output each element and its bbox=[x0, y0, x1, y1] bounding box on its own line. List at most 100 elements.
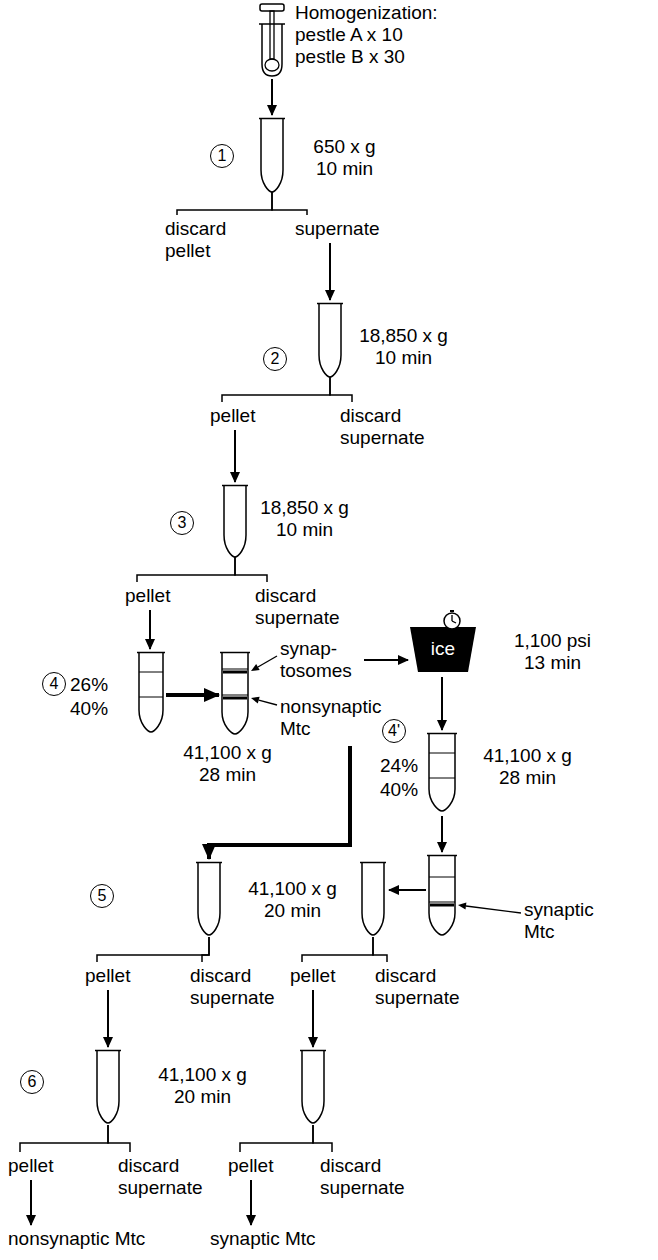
fraction-label: discard pellet bbox=[165, 218, 240, 262]
flow-arrow bbox=[166, 693, 219, 697]
fraction-label: pellet bbox=[125, 585, 185, 607]
fraction-label: discard supernate bbox=[190, 965, 280, 1009]
callout-number: 6 bbox=[21, 1071, 43, 1092]
centrifuge-step: ice 1,100 psi 13 min bbox=[410, 612, 610, 674]
split-bracket bbox=[20, 1125, 108, 1152]
step-text: nonsynaptic Mtc bbox=[280, 696, 392, 740]
flow-arrow bbox=[364, 659, 408, 661]
callout-number: 4 bbox=[43, 673, 65, 694]
step-text: 18,850 x g 10 min bbox=[351, 325, 456, 369]
step-text: discard supernate bbox=[190, 965, 280, 1009]
step-text: discard supernate bbox=[340, 405, 430, 449]
flow-arrow bbox=[250, 1180, 252, 1225]
fraction-label: discard supernate bbox=[118, 1155, 208, 1199]
fraction-label: pellet bbox=[85, 965, 145, 987]
split-bracket bbox=[240, 1125, 313, 1152]
step-text: 18,850 x g 10 min bbox=[252, 497, 357, 541]
flow-arrow bbox=[441, 816, 443, 852]
fraction-label: discard supernate bbox=[255, 585, 345, 629]
step-number-circle: 3 bbox=[170, 511, 194, 535]
tube-drawing bbox=[20, 1050, 315, 1125]
split-bracket bbox=[373, 937, 387, 962]
split-bracket bbox=[272, 192, 307, 215]
flow-arrow bbox=[329, 243, 331, 300]
flow-arrow bbox=[271, 79, 273, 115]
step-text: pellet bbox=[125, 585, 185, 607]
split-bracket bbox=[235, 557, 267, 582]
step-text: pellet bbox=[85, 965, 145, 987]
tube-drawing bbox=[429, 855, 589, 935]
step-text: synaptic Mtc bbox=[524, 899, 614, 943]
centrifuge-step: Homogenization:pestle A x 10 pestle B x … bbox=[257, 2, 477, 76]
flow-arrow bbox=[312, 990, 314, 1047]
fraction-label: pellet bbox=[8, 1155, 68, 1177]
callout-number: 3 bbox=[171, 512, 193, 533]
step-text: 1,100 psi 13 min bbox=[505, 630, 600, 674]
centrifuge-step: 650 x g 10 min 1 bbox=[210, 118, 410, 192]
split-bracket bbox=[137, 557, 235, 582]
step-number-circle: 1 bbox=[210, 144, 234, 168]
centrifuge-step: synap- tosomesnonsynaptic Mtc bbox=[222, 652, 362, 744]
centrifuge-step: 26%40%41,100 x g 28 min4 bbox=[40, 652, 165, 742]
step-text: 650 x g 10 min bbox=[302, 136, 387, 180]
flow-arrow bbox=[107, 990, 109, 1047]
step-text: supernate bbox=[295, 218, 390, 240]
step-text: pellet bbox=[210, 405, 270, 427]
tube-drawing bbox=[40, 652, 165, 742]
step-text: pestle A x 10 pestle B x 30 bbox=[295, 24, 430, 68]
step-text: synaptic Mtc bbox=[210, 1228, 350, 1250]
fraction-label: synaptic Mtc bbox=[210, 1228, 350, 1250]
tube-drawing bbox=[210, 118, 410, 192]
callout-number: 4' bbox=[383, 720, 405, 741]
step-text: discard supernate bbox=[320, 1155, 410, 1199]
split-bracket bbox=[302, 937, 373, 962]
fraction-label: pellet bbox=[228, 1155, 288, 1177]
tube-drawing bbox=[170, 485, 370, 557]
step-number-circle: 5 bbox=[90, 884, 114, 908]
step-text: discard supernate bbox=[375, 965, 465, 1009]
split-bracket bbox=[177, 192, 272, 215]
fraction-label: nonsynaptic Mtc bbox=[8, 1228, 178, 1250]
centrifuge-step: 18,850 x g 10 min 2 bbox=[263, 303, 458, 377]
step-number-circle: 2 bbox=[263, 347, 287, 371]
step-text: pellet bbox=[8, 1155, 68, 1177]
fraction-label: discard supernate bbox=[375, 965, 465, 1009]
centrifuge-step: synaptic Mtc bbox=[429, 855, 589, 935]
callout-number: 2 bbox=[264, 348, 286, 369]
centrifuge-step: 41,100 x g 20 min5 bbox=[90, 862, 386, 937]
flow-arrow bbox=[149, 610, 151, 649]
step-text: 40% bbox=[380, 779, 420, 801]
centrifuge-step: 18,850 x g 10 min 3 bbox=[170, 485, 370, 557]
step-number-circle: 6 bbox=[20, 1070, 44, 1094]
step-number-circle: 4' bbox=[382, 719, 406, 743]
step-text: 41,100 x g 28 min bbox=[475, 745, 580, 789]
step-text: discard pellet bbox=[165, 218, 240, 262]
split-bracket bbox=[330, 377, 352, 402]
step-text: 26% bbox=[70, 674, 115, 696]
flow-arrow bbox=[441, 677, 443, 730]
split-bracket bbox=[97, 937, 209, 962]
fraction-label: discard supernate bbox=[340, 405, 430, 449]
split-bracket bbox=[313, 1125, 332, 1152]
step-text: 40% bbox=[70, 698, 115, 720]
flow-arrow bbox=[30, 1180, 32, 1225]
callout-number: 1 bbox=[211, 145, 233, 166]
step-text: pellet bbox=[228, 1155, 288, 1177]
split-bracket bbox=[222, 377, 330, 402]
step-text: synap- tosomes bbox=[280, 638, 360, 682]
step-text: ice bbox=[410, 638, 476, 660]
step-text: pellet bbox=[290, 965, 350, 987]
step-text: discard supernate bbox=[255, 585, 345, 629]
flow-arrow bbox=[234, 430, 236, 482]
centrifuge-step: 41,100 x g 20 min 6 bbox=[20, 1050, 315, 1125]
step-text: 24% bbox=[380, 755, 420, 777]
fraction-label: supernate bbox=[295, 218, 390, 240]
fraction-label: discard supernate bbox=[320, 1155, 410, 1199]
step-number-circle: 4 bbox=[42, 672, 66, 696]
step-text: 41,100 x g 20 min bbox=[150, 1064, 255, 1108]
flow-arrow bbox=[389, 889, 426, 891]
callout-number: 5 bbox=[91, 885, 113, 906]
step-text: 41,100 x g 28 min bbox=[175, 742, 280, 786]
centrifuge-step: 24%40%41,100 x g 28 min4' bbox=[380, 733, 480, 813]
tube-drawing bbox=[90, 862, 386, 937]
